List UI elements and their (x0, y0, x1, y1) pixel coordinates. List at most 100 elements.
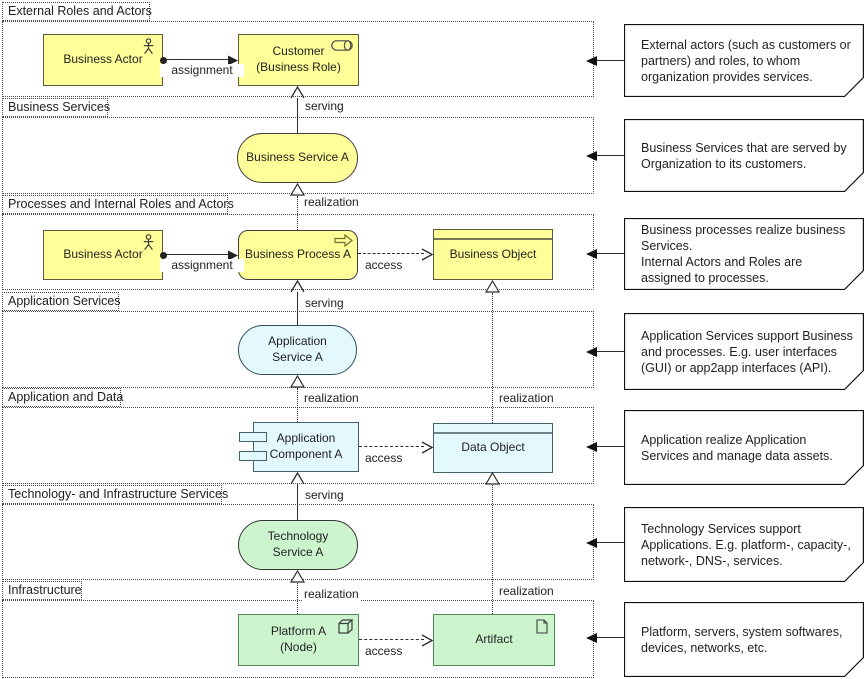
assignment-source-ball (160, 251, 167, 259)
business-object-label: Business Object (449, 246, 537, 261)
business-process-a-label: Business Process A (244, 247, 352, 262)
component-icon (239, 432, 267, 442)
note-shape (624, 218, 864, 290)
lane-tab-business-services[interactable]: Business Services (2, 98, 110, 117)
access-arrowhead (421, 440, 433, 454)
lane-tab-external-roles-and-actors[interactable]: External Roles and Actors (2, 2, 152, 21)
access-line-2 (359, 446, 424, 448)
note-arrow-line (596, 253, 624, 255)
note-text: Business processes realize business Serv… (641, 223, 846, 285)
note-text: Technology Services support Applications… (641, 521, 851, 568)
object-header-band (434, 230, 552, 240)
note-arrow-line (596, 637, 624, 639)
realization-label-3: realization (497, 391, 556, 405)
realization-line-1 (296, 196, 298, 230)
note-arrowhead (586, 442, 597, 452)
business-actor-label: Business Actor (63, 52, 143, 67)
realization-arrowhead (290, 375, 305, 388)
note-arrowhead (586, 56, 597, 66)
customer-label: Customer (Business Role) (256, 44, 341, 74)
realization-arrowhead (290, 570, 305, 583)
realization-label-4: realization (302, 587, 361, 601)
realization-line-artifact-to-data-object (491, 485, 493, 614)
role-icon (331, 40, 353, 51)
actor-icon (143, 38, 154, 54)
platform-a-node[interactable]: Platform A (Node) (238, 614, 359, 666)
component-icon (239, 451, 267, 461)
note-text: Platform, servers, system softwares, dev… (641, 624, 843, 655)
note-business-processes[interactable]: Business processes realize business Serv… (624, 218, 864, 290)
note-business-services[interactable]: Business Services that are served by Org… (624, 119, 864, 192)
access-arrowhead (421, 633, 433, 647)
lane-tab-infrastructure[interactable]: Infrastructure (2, 581, 82, 600)
access-line-3 (359, 639, 424, 641)
application-service-a-node[interactable]: Application Service A (238, 325, 357, 375)
note-arrow-line (596, 446, 624, 448)
assignment-source-ball (160, 56, 167, 64)
access-label-2: access (363, 451, 405, 465)
business-service-a-node[interactable]: Business Service A (237, 133, 358, 183)
note-arrowhead (586, 347, 597, 357)
realization-arrowhead (290, 183, 305, 196)
note-infrastructure[interactable]: Platform, servers, system softwares, dev… (624, 602, 864, 677)
business-actor-external-node[interactable]: Business Actor (43, 34, 163, 86)
realization-line-2 (296, 388, 298, 422)
business-process-a-node[interactable]: Business Process A (238, 230, 358, 280)
note-shape (624, 313, 864, 390)
actor-icon (143, 234, 154, 250)
technology-service-a-node[interactable]: Technology Service A (238, 520, 358, 570)
serving-arrowhead (290, 472, 305, 485)
assignment-arrowhead (228, 55, 238, 65)
business-object-node[interactable]: Business Object (433, 229, 553, 280)
note-external-actors[interactable]: External actors (such as customers or pa… (624, 24, 864, 97)
note-technology-services[interactable]: Technology Services support Applications… (624, 507, 864, 582)
assignment-label-1: assignment (160, 64, 244, 77)
note-arrowhead (586, 633, 597, 643)
realization-label-1: realization (302, 195, 361, 209)
serving-line-1 (296, 98, 298, 133)
access-label-3: access (363, 644, 405, 658)
customer-business-role-node[interactable]: Customer (Business Role) (238, 34, 359, 86)
realization-arrowhead (485, 472, 500, 485)
realization-line-3 (296, 583, 298, 614)
access-label-1: access (363, 258, 405, 272)
artifact-node[interactable]: Artifact (433, 614, 555, 666)
business-actor-internal-label: Business Actor (63, 247, 143, 262)
note-application-data[interactable]: Application realize Application Services… (624, 410, 864, 485)
application-service-a-label: Application Service A (268, 334, 327, 364)
serving-arrowhead (290, 280, 305, 293)
realization-label-2: realization (302, 391, 361, 405)
business-service-a-label: Business Service A (246, 150, 349, 165)
realization-arrowhead (485, 280, 500, 293)
assignment-line-1 (166, 59, 230, 61)
assignment-line-2 (166, 254, 230, 256)
note-shape (624, 507, 864, 582)
lane-tab-processes-and-internal-roles[interactable]: Processes and Internal Roles and Actors (2, 195, 234, 214)
assignment-label-2: assignment (160, 259, 244, 272)
lane-tab-application-services[interactable]: Application Services (2, 292, 121, 311)
access-line-1 (358, 253, 424, 255)
serving-line-3 (296, 484, 298, 520)
business-actor-internal-node[interactable]: Business Actor (43, 230, 163, 280)
note-arrowhead (586, 151, 597, 161)
application-component-a-node[interactable]: Application Component A (239, 422, 359, 472)
note-arrowhead (586, 249, 597, 259)
node-icon (338, 619, 353, 634)
note-shape (624, 602, 864, 677)
note-application-services[interactable]: Application Services support Business an… (624, 313, 864, 390)
serving-label-2: serving (303, 296, 346, 310)
platform-a-label: Platform A (Node) (270, 624, 327, 654)
data-object-node[interactable]: Data Object (433, 423, 553, 473)
note-shape (624, 410, 864, 485)
access-arrowhead (421, 247, 433, 261)
note-text: Application Services support Business an… (641, 328, 853, 375)
lane-tab-application-and-data[interactable]: Application and Data (2, 388, 123, 407)
note-arrow-line (596, 542, 624, 544)
serving-label-1: serving (303, 99, 346, 113)
note-arrowhead (586, 538, 597, 548)
technology-service-a-label: Technology Service A (267, 529, 329, 559)
note-text: Application realize Application Services… (641, 432, 833, 463)
note-arrow-line (596, 155, 624, 157)
lane-tab-technology-infrastructure-services[interactable]: Technology- and Infrastructure Services (2, 485, 228, 504)
